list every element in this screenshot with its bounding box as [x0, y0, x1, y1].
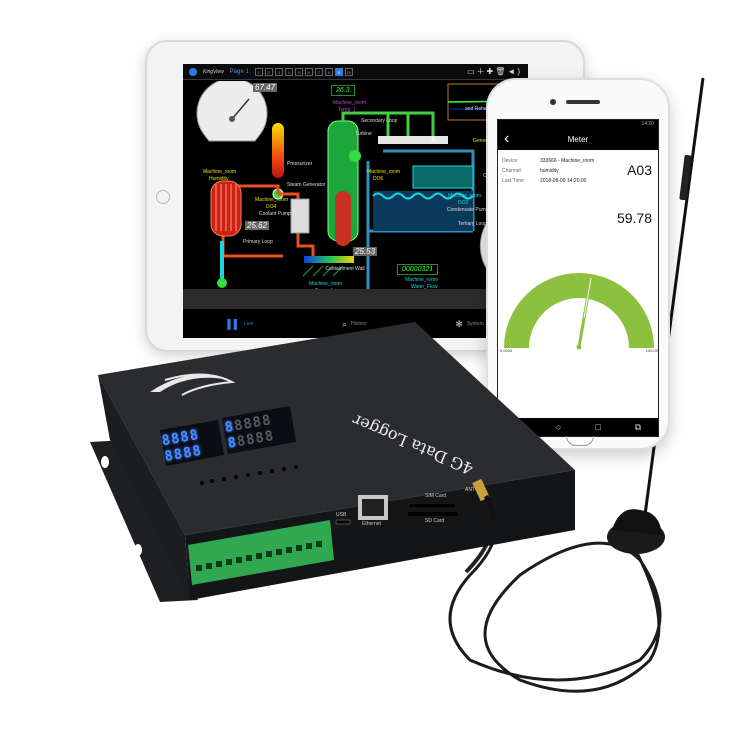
switch-icon[interactable]: ⧉	[634, 421, 642, 432]
label-coolant-pump-tag: Machine_room	[255, 197, 289, 203]
speaker	[566, 100, 600, 104]
usb-port[interactable]	[336, 518, 352, 526]
label-secondary-loop: Secondary Loop	[361, 118, 398, 124]
gauge-arc	[504, 273, 654, 350]
meter-value: 59.78	[616, 210, 652, 226]
label-water-flow-tag: Machine_room	[405, 277, 439, 283]
device-row: Device:333666 - Machine_room	[502, 158, 595, 164]
label-pressurizer: Pressurizer	[287, 161, 313, 167]
home-icon[interactable]: ○	[555, 422, 562, 432]
channel-row: Channel:humidity	[502, 168, 559, 174]
ethernet-port[interactable]	[358, 495, 388, 520]
label-do6-tag: Machine_room	[367, 169, 401, 175]
label-condensate-pump: Condensate Pump	[447, 207, 489, 213]
page-button[interactable]: 1	[254, 67, 263, 76]
label-do4: DO4	[266, 204, 277, 210]
sd-card-slot[interactable]	[408, 510, 458, 516]
ethernet-label: Ethernet	[362, 521, 381, 527]
meter-info: Device:333666 - Machine_room Channel:hum…	[498, 150, 658, 268]
gauge-min: 0.0000	[500, 348, 513, 353]
label-do2: DO2	[458, 200, 469, 206]
page-button[interactable]: 5	[294, 67, 303, 76]
page-button[interactable]: 7	[314, 67, 323, 76]
label-generator: Generator	[473, 138, 496, 144]
label-tertiary-loop: Tertiary Loop	[458, 221, 487, 227]
nav-history[interactable]: ⌕History	[342, 318, 367, 329]
label-coolant-pump: Coolant Pump	[259, 211, 291, 217]
app-logo: KingView	[203, 68, 224, 75]
page-selector: 1 2 3 4 5 6 7 8 9 10	[254, 67, 353, 76]
page-button[interactable]: 4	[284, 67, 293, 76]
vessel-temp: 25.53	[353, 247, 378, 256]
humidity-gauge: 0.0000 100.00	[498, 268, 658, 358]
toolbar-icons[interactable]: ▭＋✚🗑◄)	[467, 67, 522, 76]
last-time-row: Last Time:2018-08-09 14:20:00	[502, 178, 587, 184]
label-humidity: Humidity	[209, 176, 229, 182]
phone: 14:20 ‹ Meter Device:333666 - Machine_ro…	[486, 78, 670, 450]
sd-card-label: SD Card	[425, 518, 445, 524]
scada-diagram: 67.47 26.3 Machine_room Temp_1 Pressuriz…	[183, 77, 528, 303]
page-title: Meter	[567, 134, 589, 144]
sim-card-label: SIM Card	[425, 493, 447, 499]
page-button-active[interactable]: 9	[334, 67, 343, 76]
display-block-left: 8888 8888	[161, 427, 204, 465]
reactor-temp: 25.62	[245, 221, 270, 230]
label-primary-loop: Primary Loop	[243, 239, 273, 245]
label-temp4-tag: Machine_room	[309, 281, 343, 287]
page-label: Page 1	[229, 68, 249, 75]
label-steam-generator: Steam Generator	[287, 182, 326, 188]
channel-code: A03	[627, 162, 652, 178]
page-button[interactable]: 10	[344, 67, 353, 76]
label-do6: DO6	[373, 176, 384, 182]
page-button[interactable]: 3	[274, 67, 283, 76]
label-temp1: Temp_1	[338, 107, 356, 113]
recents-icon[interactable]: □	[595, 422, 601, 432]
ant-label: ANT	[465, 487, 475, 493]
meter-header: ‹ Meter	[498, 128, 658, 150]
label-reheater: and Reheater	[465, 106, 496, 112]
status-bar: 14:20	[498, 120, 658, 128]
last-time-value: 2018-08-09 14:20:00	[540, 178, 587, 184]
menu-icon[interactable]	[189, 67, 197, 76]
label-water-flow: Water_Flow	[411, 284, 438, 290]
page-button[interactable]: 6	[304, 67, 313, 76]
nav-live[interactable]: ▌▌Live	[227, 319, 254, 329]
meter-screen: 14:20 ‹ Meter Device:333666 - Machine_ro…	[497, 119, 659, 437]
label-condensate-tag: Machine_room	[448, 193, 482, 199]
tablet-home-button[interactable]	[156, 190, 170, 204]
bar-chart-icon: ▌▌	[227, 319, 241, 329]
page-button[interactable]: 2	[264, 67, 273, 76]
gauge-max: 100.00	[645, 348, 658, 353]
scada-screen: KingView Page 1 1 2 3 4 5 6 7 8 9 10 ▭＋✚…	[183, 64, 528, 338]
channel-value: humidity	[540, 168, 559, 174]
label-humidity-tag: Machine_room	[203, 169, 237, 175]
water-flow-counter: 00000321	[397, 264, 439, 275]
plant-diagram-graphic	[196, 77, 528, 291]
page-button[interactable]: 8	[324, 67, 333, 76]
device-value: 333666 - Machine_room	[540, 158, 595, 164]
scada-status-bar	[183, 289, 528, 309]
label-temp1-tag: Machine_room	[333, 100, 367, 106]
search-icon: ⌕	[342, 318, 348, 329]
temp-display: 26.3	[331, 85, 355, 96]
nav-system[interactable]: ✻System	[455, 318, 484, 329]
gauge-reading: 67.47	[253, 83, 278, 92]
label-turbine: Turbine	[355, 131, 372, 137]
scada-toolbar: KingView Page 1 1 2 3 4 5 6 7 8 9 10 ▭＋✚…	[183, 64, 528, 80]
sim-card-slot[interactable]	[408, 500, 458, 506]
usb-label: USB	[336, 512, 347, 518]
back-chevron-icon[interactable]: ‹	[504, 130, 510, 147]
front-camera	[550, 99, 556, 105]
label-containment-wall: Containment Wall	[325, 266, 365, 272]
gear-icon: ✻	[455, 318, 463, 329]
